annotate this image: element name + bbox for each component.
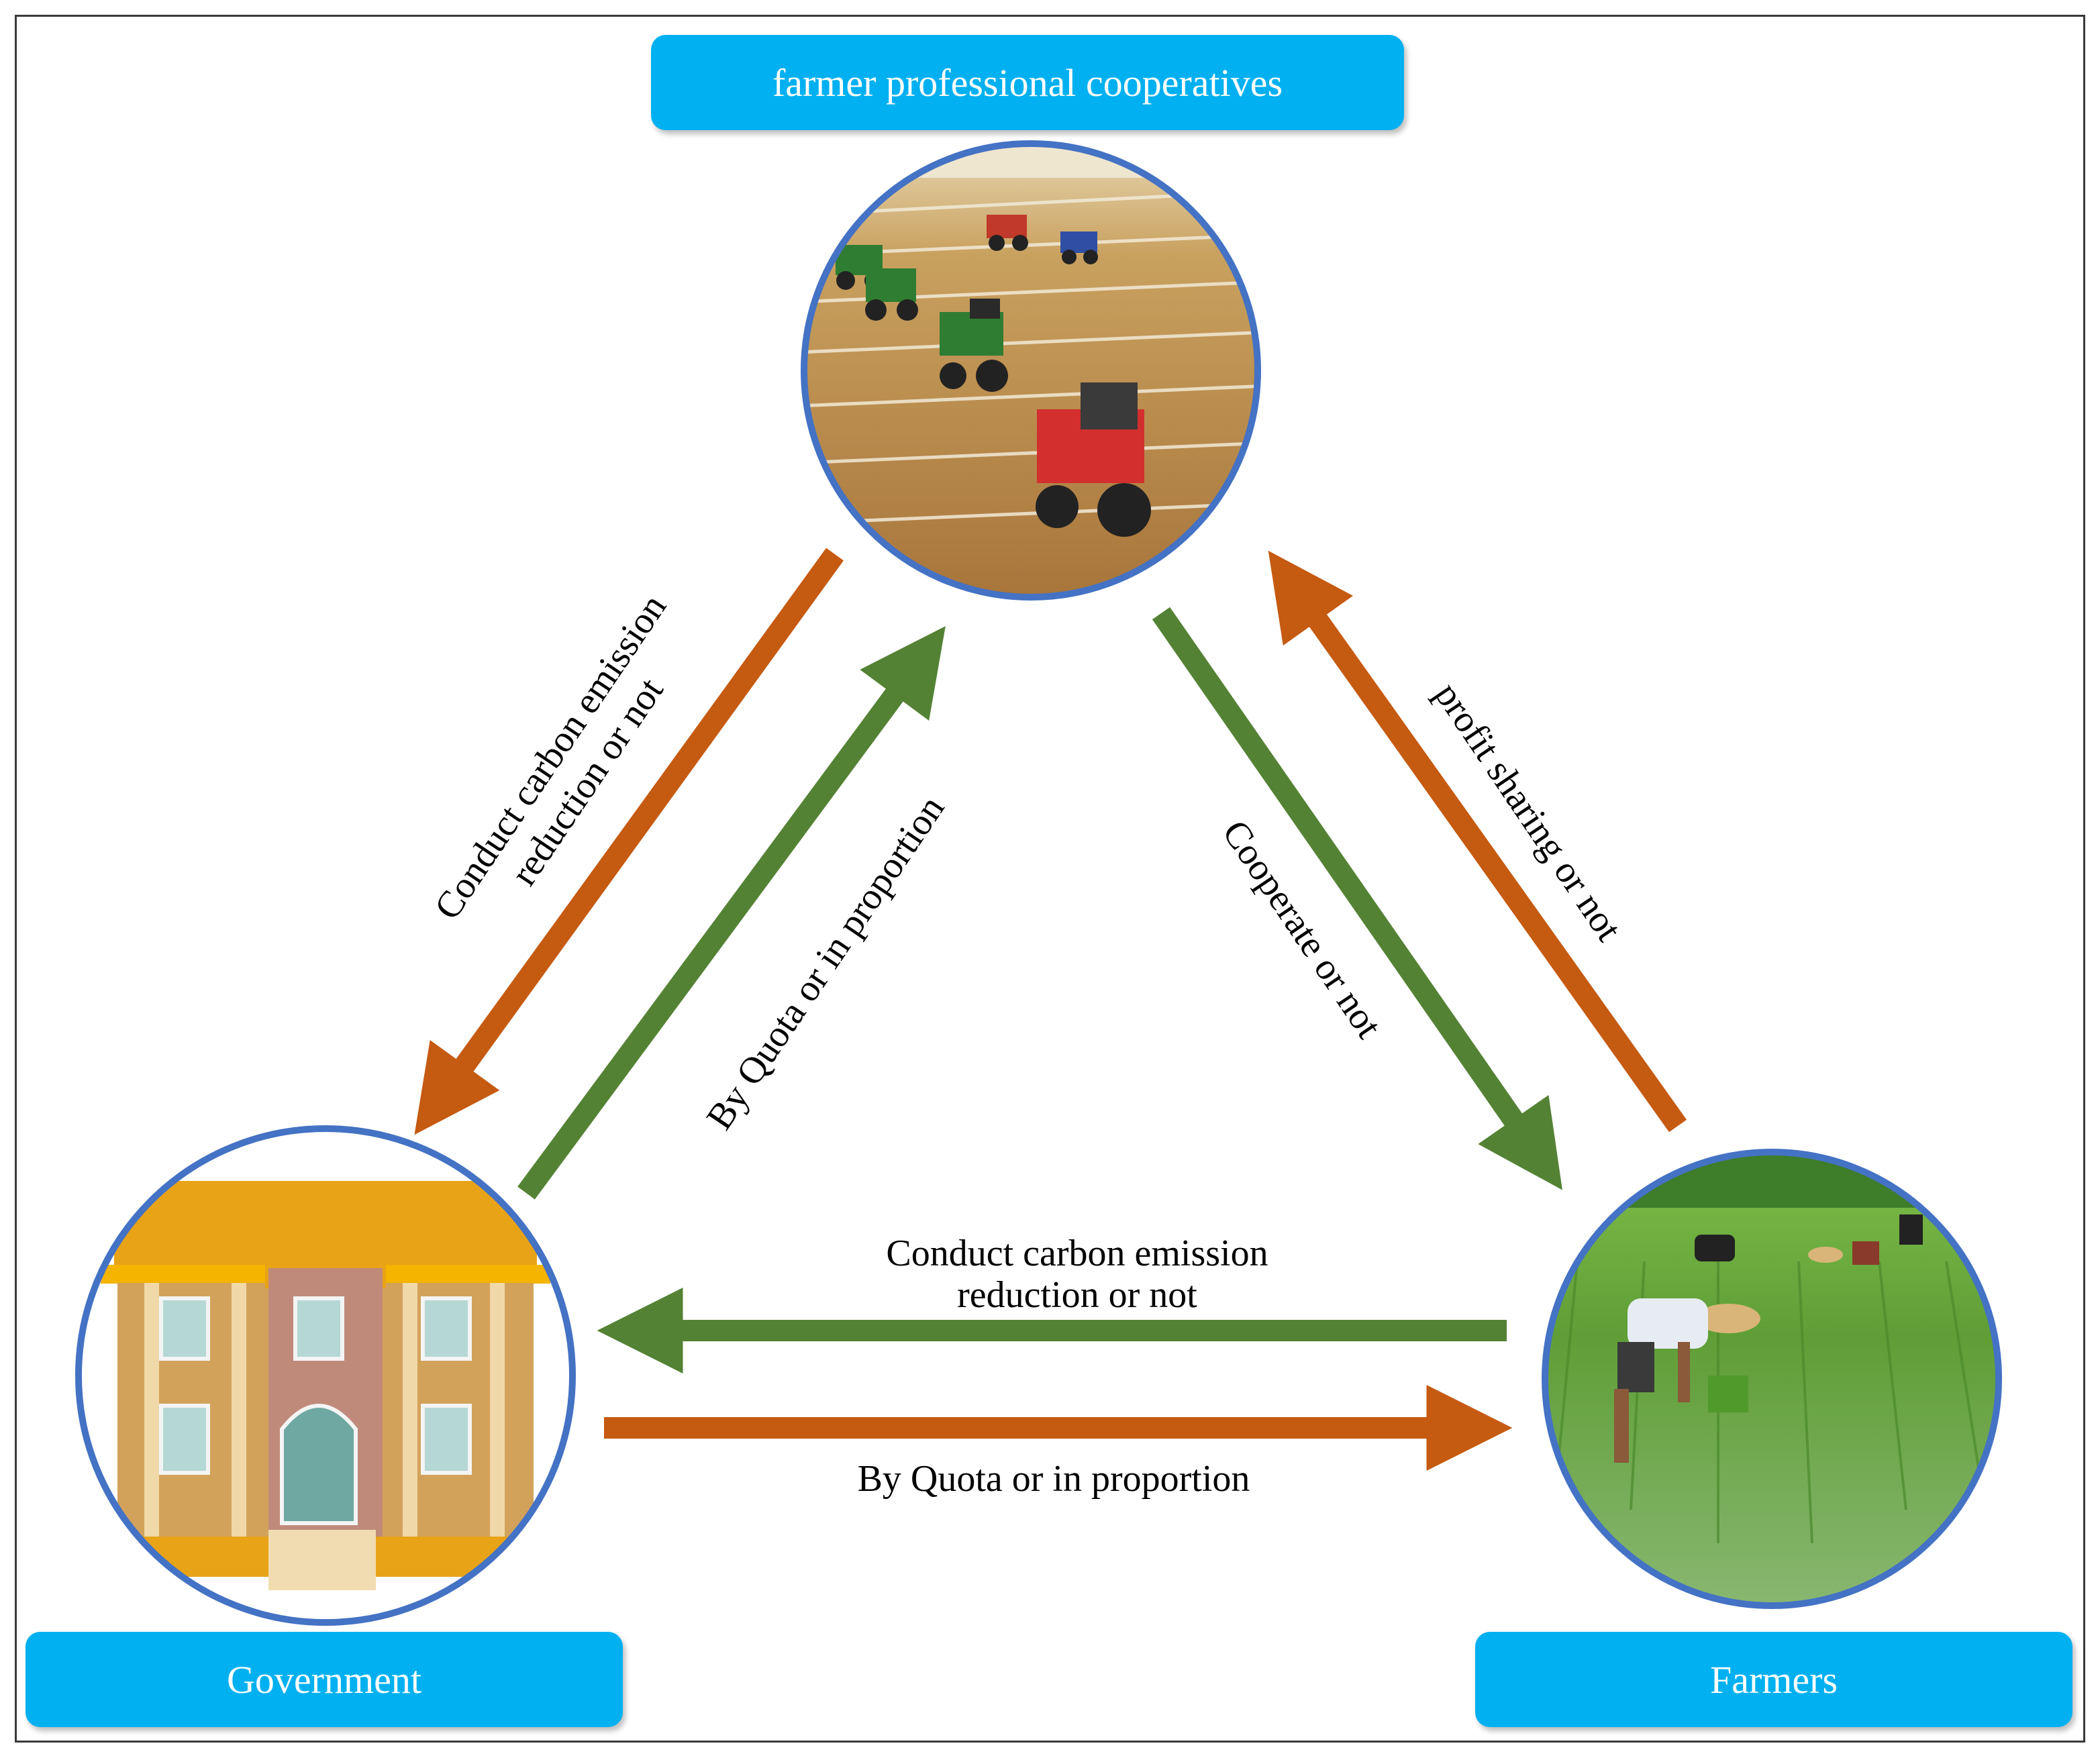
arrow-coop-to-farmers (1152, 607, 1562, 1190)
tractor-icon (865, 268, 918, 321)
tractor-icon (1060, 231, 1098, 264)
edge-label-farm-to-gov-line1: Conduct carbon emission (886, 1233, 1268, 1274)
tractor-icon (1036, 382, 1151, 537)
tractor-icon (987, 215, 1028, 251)
arrow-farmers-to-coop (1268, 550, 1687, 1133)
government-label: Government (227, 1657, 421, 1702)
government-image (75, 1125, 576, 1626)
farmers-label-box: Farmers (1475, 1632, 2072, 1727)
government-circle (75, 1125, 576, 1626)
farmer-figure (1808, 1241, 1879, 1265)
farmer-figure (1899, 1214, 1923, 1245)
edge-label-coop-to-farm: Cooperate or not (1214, 813, 1390, 1046)
cooperatives-label-box: farmer professional cooperatives (651, 35, 1404, 130)
edge-label-farm-to-gov-line2: reduction or not (957, 1274, 1197, 1316)
government-label-box: Government (26, 1632, 623, 1727)
arrow-coop-to-government (414, 548, 844, 1135)
edge-label-gov-to-coop: By Quota or in proportion (699, 788, 952, 1137)
cooperatives-label: farmer professional cooperatives (772, 60, 1283, 105)
farmer-figure (1614, 1298, 1760, 1463)
cooperatives-image (801, 140, 1261, 601)
farmer-figure (1695, 1235, 1735, 1261)
farmers-label: Farmers (1709, 1657, 1838, 1702)
farmers-image (1542, 1149, 2002, 1609)
edge-label-coop-to-gov-line1: Conduct carbon emission (426, 587, 674, 927)
cooperatives-circle (801, 140, 1261, 601)
tractor-icon (940, 299, 1008, 392)
edge-label-gov-to-farm: By Quota or in proportion (858, 1458, 1250, 1500)
farmers-circle (1542, 1149, 2002, 1609)
arrow-government-to-coop (517, 626, 946, 1200)
